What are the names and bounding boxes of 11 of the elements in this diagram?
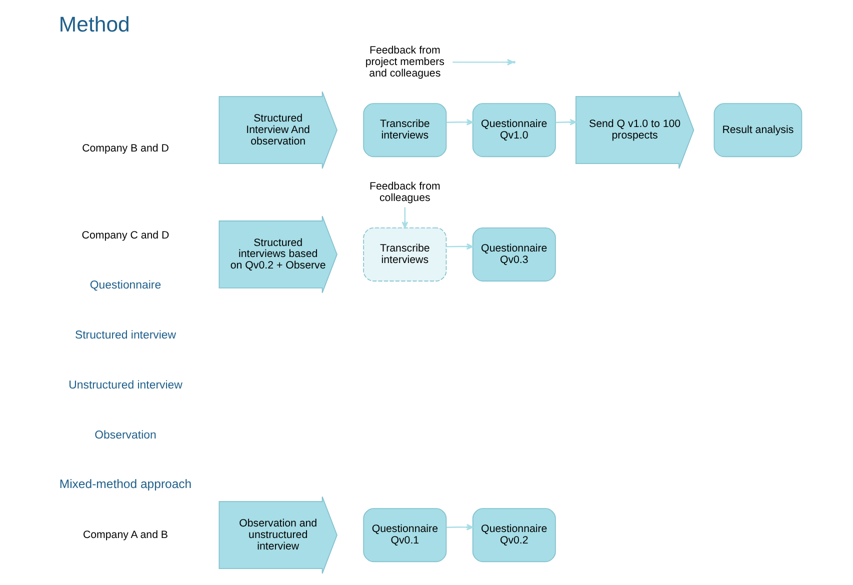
label: Structured interview — [74, 329, 176, 342]
label: Mixed-method approach — [58, 477, 192, 492]
diagram-title: Method — [58, 12, 130, 37]
label: Company C and D — [81, 229, 169, 242]
label: Unstructured interview — [68, 379, 182, 392]
node-text: Feedback from colleagues — [368, 180, 440, 204]
label: Questionnaire — [89, 280, 161, 292]
node-text: Feedback from project members and colleagues — [364, 44, 444, 80]
label: Observation — [94, 429, 156, 442]
label: Company B and D — [82, 142, 168, 155]
label: Company A and B — [82, 528, 168, 541]
